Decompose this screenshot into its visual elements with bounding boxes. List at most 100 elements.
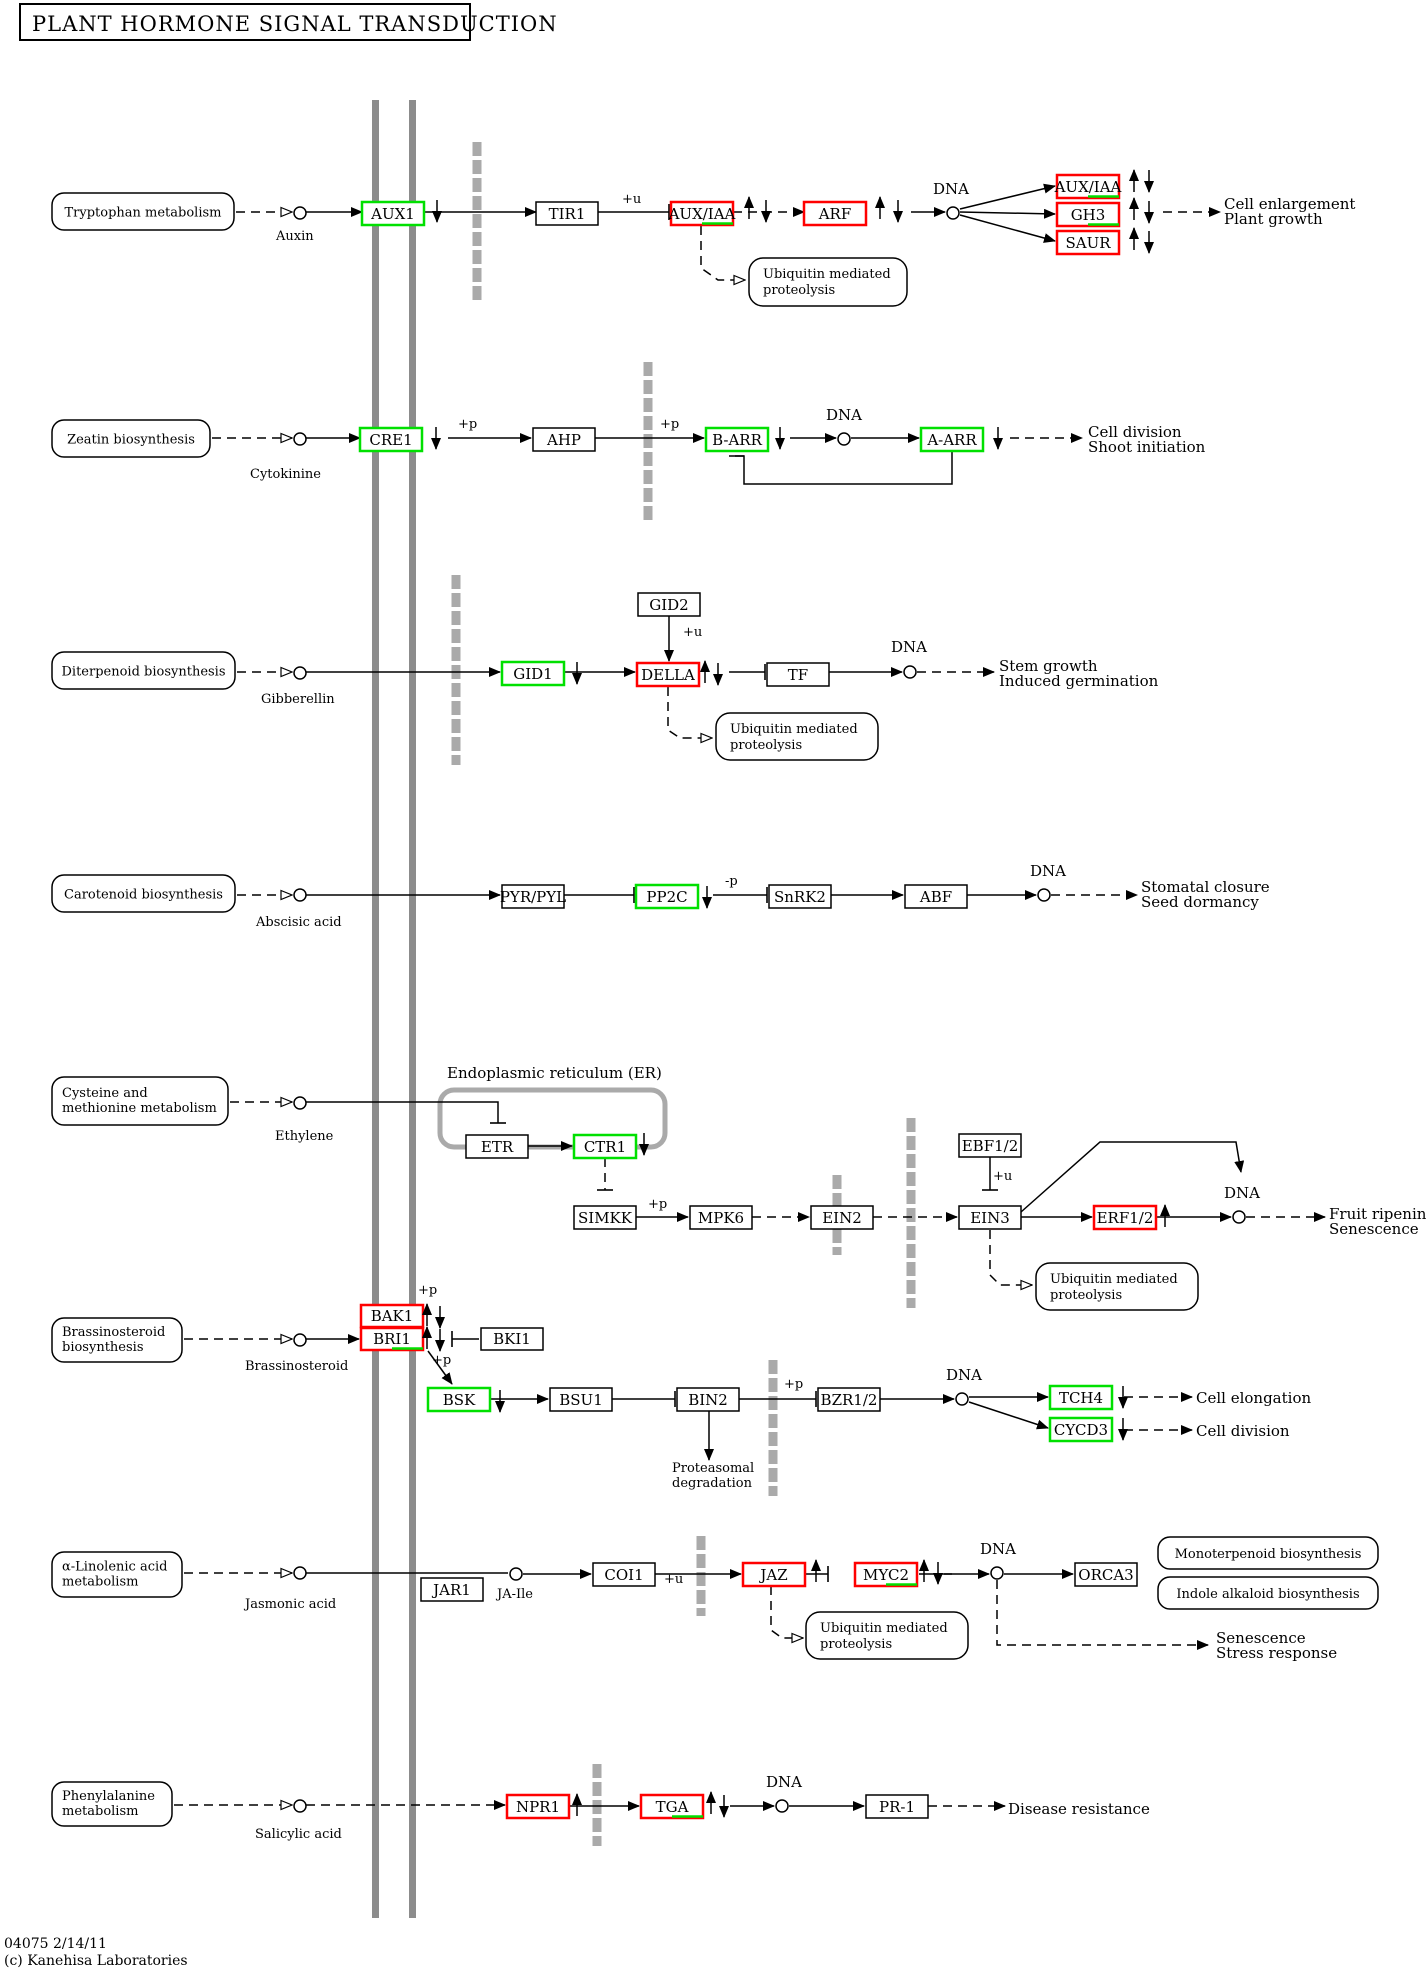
ubiquitin-label: proteolysis <box>1050 1288 1122 1303</box>
gene-box-coi1 <box>592 1562 656 1587</box>
gene-ein2: EIN2 <box>822 1209 862 1227</box>
gene-box-mpk6 <box>689 1205 753 1230</box>
nuclear-membranes <box>451 142 916 1846</box>
outcome-label: Shoot initiation <box>1088 438 1206 456</box>
gene-auxiaa1: AUX/IAA <box>668 205 736 223</box>
ubiquitin-label: Ubiquitin mediated <box>763 267 891 282</box>
compound-node <box>509 1567 523 1581</box>
gene-box-jaz <box>741 1561 807 1588</box>
diagram-title: PLANT HORMONE SIGNAL TRANSDUCTION <box>32 12 558 36</box>
gene-gid2: GID2 <box>649 596 688 614</box>
ubiquitin-box <box>715 712 879 761</box>
gene-gh3: GH3 <box>1071 206 1106 224</box>
dna-node <box>955 1392 969 1406</box>
title-box <box>19 3 471 41</box>
compound-label: Gibberellin <box>261 692 335 707</box>
gene-della: DELLA <box>641 666 695 684</box>
pathway-label: Indole alkaloid biosynthesis <box>1176 1587 1359 1602</box>
gene-box-orca3 <box>1074 1562 1138 1587</box>
gene-barr: B-ARR <box>712 431 762 449</box>
edge <box>427 1350 453 1385</box>
compound-label: Abscisic acid <box>255 915 342 930</box>
gene-box-barr <box>704 426 770 453</box>
outcome-label: Cell division <box>1088 423 1182 441</box>
gene-box-ahp <box>532 427 596 452</box>
edge <box>735 452 953 485</box>
membrane-line-inner <box>409 100 416 1918</box>
gene-box-tga <box>639 1793 705 1820</box>
gene-box-bri1 <box>359 1326 425 1352</box>
gene-tga: TGA <box>656 1798 689 1816</box>
gene-jaz: JAZ <box>758 1566 787 1584</box>
ubiquitin-label: proteolysis <box>730 738 802 753</box>
gene-aarr: A-ARR <box>926 431 977 449</box>
edge <box>989 1230 1032 1285</box>
edge-label: +u <box>993 1169 1012 1184</box>
compound-node <box>293 206 307 220</box>
edges <box>174 183 1326 1811</box>
pathway-phe <box>51 1781 173 1827</box>
gene-box-ctr1 <box>572 1133 638 1160</box>
gene-box-bin2 <box>676 1387 740 1412</box>
membrane-line-outer <box>372 100 379 1918</box>
pathway-dit <box>51 651 236 690</box>
pathway-label: Brassinosteroid <box>62 1325 165 1340</box>
pathway-lin <box>51 1551 183 1598</box>
edge-label: +p <box>660 417 679 432</box>
outcome-label: Cell enlargement <box>1224 195 1355 213</box>
gene-aux1: AUX1 <box>370 205 415 223</box>
edge <box>1020 1141 1245 1213</box>
outcome-label: Seed dormancy <box>1141 893 1259 911</box>
outcome-label: Senescence <box>1216 1629 1306 1647</box>
dna-label: DNA <box>980 1540 1016 1558</box>
outcome-label: Stomatal closure <box>1141 878 1270 896</box>
edge <box>700 226 745 280</box>
gene-abf: ABF <box>919 888 952 906</box>
gene-bri1: BRI1 <box>373 1330 411 1348</box>
outcome-label: Plant growth <box>1224 210 1323 228</box>
edge-label: +u <box>664 1572 683 1587</box>
gene-box-cre1 <box>358 426 424 453</box>
outcome-label: Disease resistance <box>1008 1800 1150 1818</box>
gene-snrk2: SnRK2 <box>774 888 826 906</box>
pathway-zea <box>51 419 211 458</box>
dna-label: DNA <box>826 406 862 424</box>
gene-arf: ARF <box>818 205 852 223</box>
pathway-label: Zeatin biosynthesis <box>67 433 195 448</box>
pathway-label: Phenylalanine <box>62 1789 155 1804</box>
dna-node <box>903 665 917 679</box>
footer-line1: 04075 2/14/11 <box>4 1936 107 1952</box>
gene-saur: SAUR <box>1065 234 1111 252</box>
edge <box>996 1580 1209 1650</box>
compound-node <box>293 1333 307 1347</box>
compound-label: Auxin <box>275 229 314 244</box>
footer-line2: (c) Kanehisa Laboratories <box>4 1953 188 1969</box>
outcome-label: Senescence <box>1329 1220 1419 1238</box>
gene-box-myc2 <box>853 1561 919 1588</box>
gene-ebf12: EBF1/2 <box>962 1137 1019 1155</box>
pathway-label: Carotenoid biosynthesis <box>64 888 223 903</box>
gene-box-gid1 <box>500 660 566 687</box>
edge-label: -p <box>725 874 738 889</box>
gene-box-snrk2 <box>768 884 832 909</box>
dna-label: DNA <box>933 180 969 198</box>
gene-box-abf <box>904 884 968 909</box>
edge-label: +p <box>432 1353 451 1368</box>
dna-node <box>1037 888 1051 902</box>
gene-box-tir1 <box>535 201 599 226</box>
gene-box-tch4 <box>1048 1384 1114 1411</box>
pathway-bra <box>51 1317 183 1363</box>
gene-erf12: ERF1/2 <box>1097 1209 1154 1227</box>
gene-etr: ETR <box>481 1138 514 1156</box>
gene-orca3: ORCA3 <box>1078 1566 1133 1584</box>
edge-label: +p <box>418 1283 437 1298</box>
gene-box-erf12 <box>1092 1204 1158 1231</box>
gene-bsk: BSK <box>443 1391 476 1409</box>
pathway-car <box>51 874 236 913</box>
compound-node <box>293 432 307 446</box>
gene-box-npr1 <box>505 1793 571 1820</box>
gene-coi1: COI1 <box>604 1566 643 1584</box>
pathway-label: Diterpenoid biosynthesis <box>61 665 225 680</box>
pathway-trp <box>51 192 235 231</box>
